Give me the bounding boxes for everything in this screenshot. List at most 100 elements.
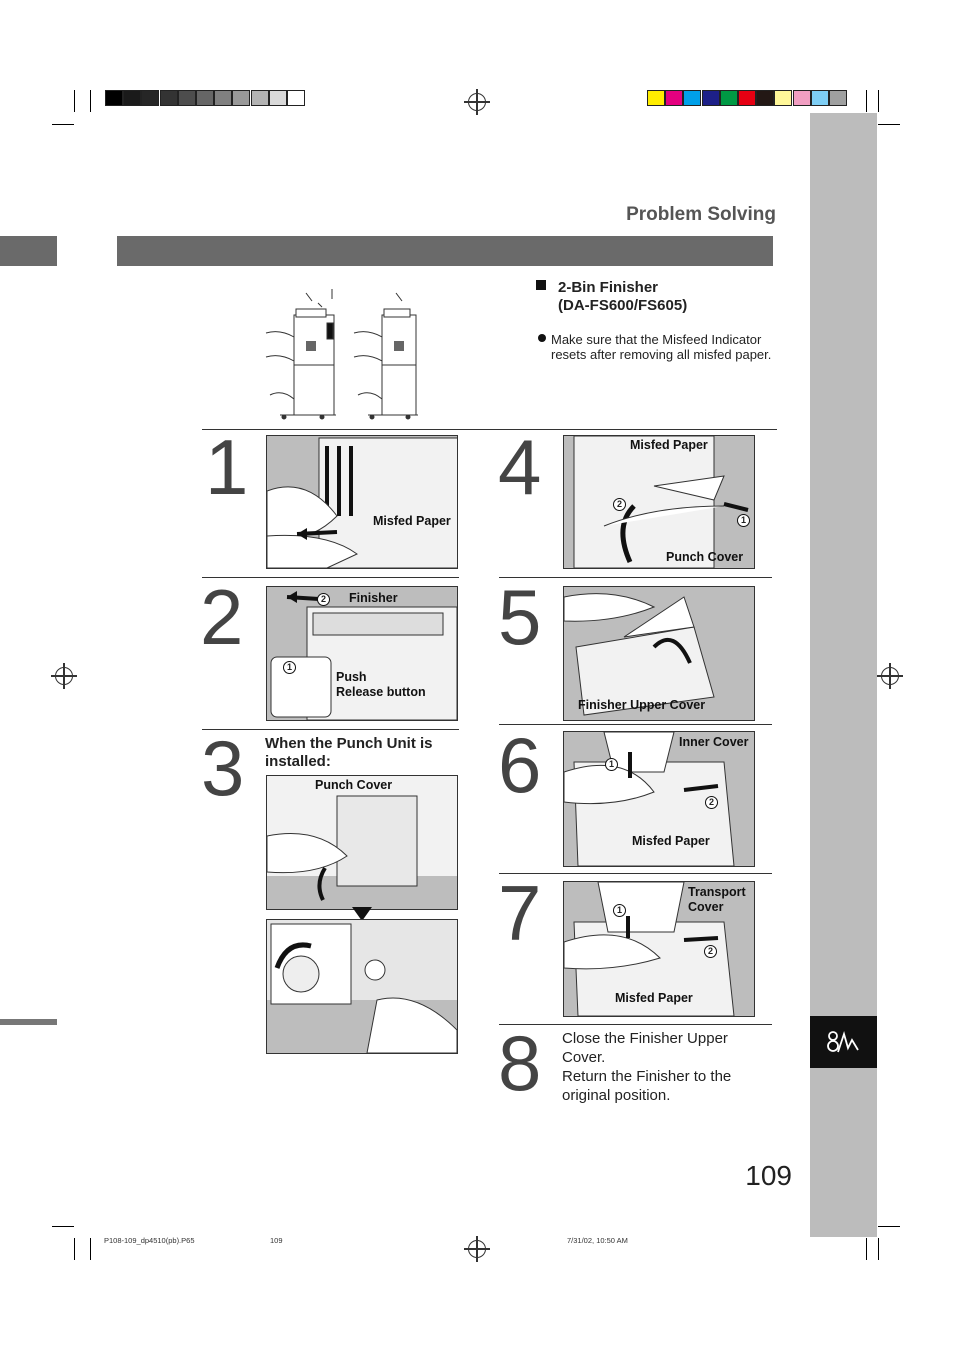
left-margin-bar [0,1019,57,1025]
crop-mark [90,1238,91,1260]
crop-mark [878,124,900,125]
color-swatch [792,90,811,106]
color-swatch [756,90,775,106]
step-number: 8 [498,1019,542,1107]
gray-swatch [232,90,251,106]
step-number: 4 [498,423,542,511]
divider [499,724,772,725]
step8-instruction: Close the Finisher Upper Cover. Return t… [562,1029,772,1105]
bullet-dot [538,334,546,342]
step8-line: Close the Finisher Upper [562,1030,728,1047]
step3-instruction: When the Punch Unit is installed: [265,735,433,770]
registration-mark [464,1236,490,1262]
callout-1: 1 [613,904,626,917]
label-misfed-paper: Misfed Paper [630,438,708,452]
arrow-down-icon [352,907,372,921]
step3-illustration-a: Punch Cover [266,775,458,910]
label-inner-cover: Inner Cover [679,735,749,749]
crop-mark [878,90,879,112]
registration-mark [51,663,77,689]
finisher-overview-illustration [262,285,432,425]
crop-mark [52,124,74,125]
label-punch-cover: Punch Cover [666,550,744,564]
divider [202,577,459,578]
registration-mark [877,663,903,689]
intro-heading-line2: (DA-FS600/FS605) [558,297,688,314]
callout-2: 2 [613,498,626,511]
step1-illustration: Misfed Paper [266,435,458,569]
gray-swatch [250,90,269,106]
divider [499,577,772,578]
header-bar [117,236,773,266]
gray-swatch [105,90,123,106]
crop-mark [52,1226,74,1227]
bullet-square [536,280,546,290]
callout-2: 2 [705,796,718,809]
label-transport: Transport [688,885,746,899]
section-title: Problem Solving [626,204,776,225]
label-cover: Cover [688,900,724,914]
intro-note: Make sure that the Misfeed Indicator res… [551,332,772,362]
step-number: 2 [200,573,244,661]
divider [202,429,777,430]
crop-mark [866,90,867,112]
color-swatch [829,90,847,106]
callout-1: 1 [283,661,296,674]
step-number: 1 [205,423,249,511]
footer-date: 7/31/02, 10:50 AM [567,1236,628,1245]
intro-heading: 2-Bin Finisher (DA-FS600/FS605) [558,279,687,315]
gray-swatch [214,90,233,106]
callout-2: 2 [704,945,717,958]
step-number: 7 [498,869,542,957]
left-margin-bar [0,236,57,266]
step8-line: Return the Finisher to the [562,1068,732,1085]
step5-illustration: Finisher Upper Cover [563,586,755,721]
step-number: 3 [201,724,245,812]
color-swatch [683,90,702,106]
divider [202,729,459,730]
crop-mark [74,1238,75,1260]
step6-illustration: Inner Cover 1 2 Misfed Paper [563,731,755,867]
footer-page: 109 [270,1236,283,1245]
color-swatch [719,90,738,106]
color-swatch [810,90,829,106]
gray-swatch [268,90,287,106]
step-number: 5 [498,573,542,661]
gray-swatch [141,90,160,106]
crop-mark [878,1238,879,1260]
gray-swatch [159,90,178,106]
step3-illustration-b [266,919,458,1054]
crop-mark [90,90,91,112]
label-punch-cover: Punch Cover [315,778,393,792]
step2-illustration: 2 Finisher 1 Push Release button [266,586,458,721]
intro-heading-line1: 2-Bin Finisher [558,279,659,296]
side-margin-bar [810,113,877,1237]
label-finisher-upper-cover: Finisher Upper Cover [578,698,706,712]
color-swatch [647,90,665,106]
callout-1: 1 [737,514,750,527]
gray-swatch [177,90,196,106]
divider [499,873,772,874]
step8-line: Cover. [562,1049,606,1066]
registration-mark [464,89,490,115]
label-release-button: Release button [336,685,426,699]
label-misfed-paper: Misfed Paper [632,834,710,848]
footer-file: P108-109_dp4510(pb).P65 [104,1236,195,1245]
gray-swatch [196,90,214,106]
label-finisher: Finisher [349,591,398,605]
color-swatch [738,90,756,106]
divider [499,1024,772,1025]
callout-2: 2 [317,593,330,606]
page-number: 109 [745,1160,792,1191]
step-number: 6 [498,721,542,809]
step7-illustration: Transport Cover 1 2 Misfed Paper [563,881,755,1017]
label-push: Push [336,670,367,684]
step4-illustration: Misfed Paper 2 1 Punch Cover [563,435,755,569]
color-swatch [774,90,793,106]
gray-swatch [123,90,142,106]
color-swatch [701,90,720,106]
callout-1: 1 [605,758,618,771]
crop-mark [74,90,75,112]
label-misfed-paper: Misfed Paper [373,514,451,528]
troubleshooting-icon [826,1030,859,1053]
